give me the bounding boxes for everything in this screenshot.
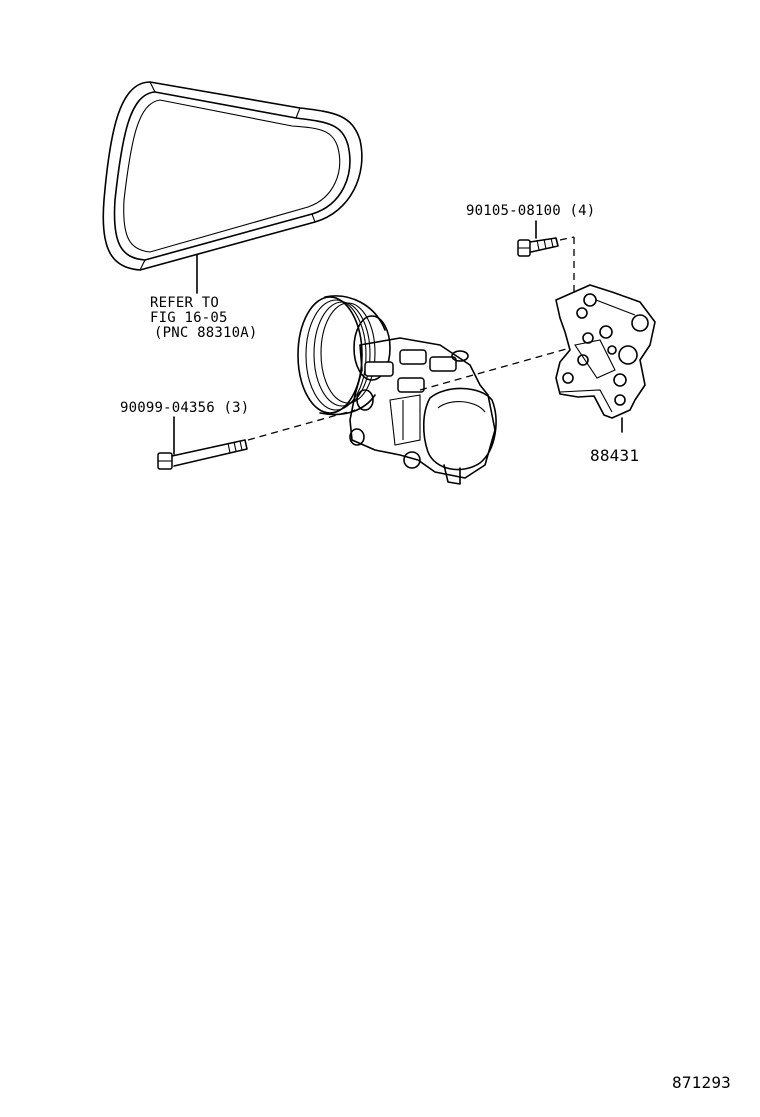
compressor-bolt-guide-1 bbox=[247, 409, 356, 441]
bracket-part-number: 88431 bbox=[590, 446, 640, 465]
bracket-bolt-part-number: 90105-08100 (4) bbox=[466, 203, 596, 219]
compressor-bolt-guide-2 bbox=[419, 347, 571, 391]
belt-reference-line-3: (PNC 88310A) bbox=[154, 325, 258, 341]
belt-reference-line-1: REFER TO bbox=[150, 295, 220, 311]
compressor-bolt-part-number: 90099-04356 (3) bbox=[120, 400, 250, 416]
long-flange-bolt-icon bbox=[157, 439, 248, 470]
figure-id: 871293 bbox=[672, 1073, 731, 1092]
bracket-bolt-guide bbox=[559, 236, 575, 241]
ac-compressor-icon bbox=[297, 295, 497, 485]
belt-reference-line-2: FIG 16-05 bbox=[150, 310, 228, 326]
compressor-bracket-icon bbox=[555, 284, 656, 419]
flange-bolt-icon bbox=[517, 237, 559, 257]
v-ribbed-belt-icon bbox=[102, 81, 363, 271]
